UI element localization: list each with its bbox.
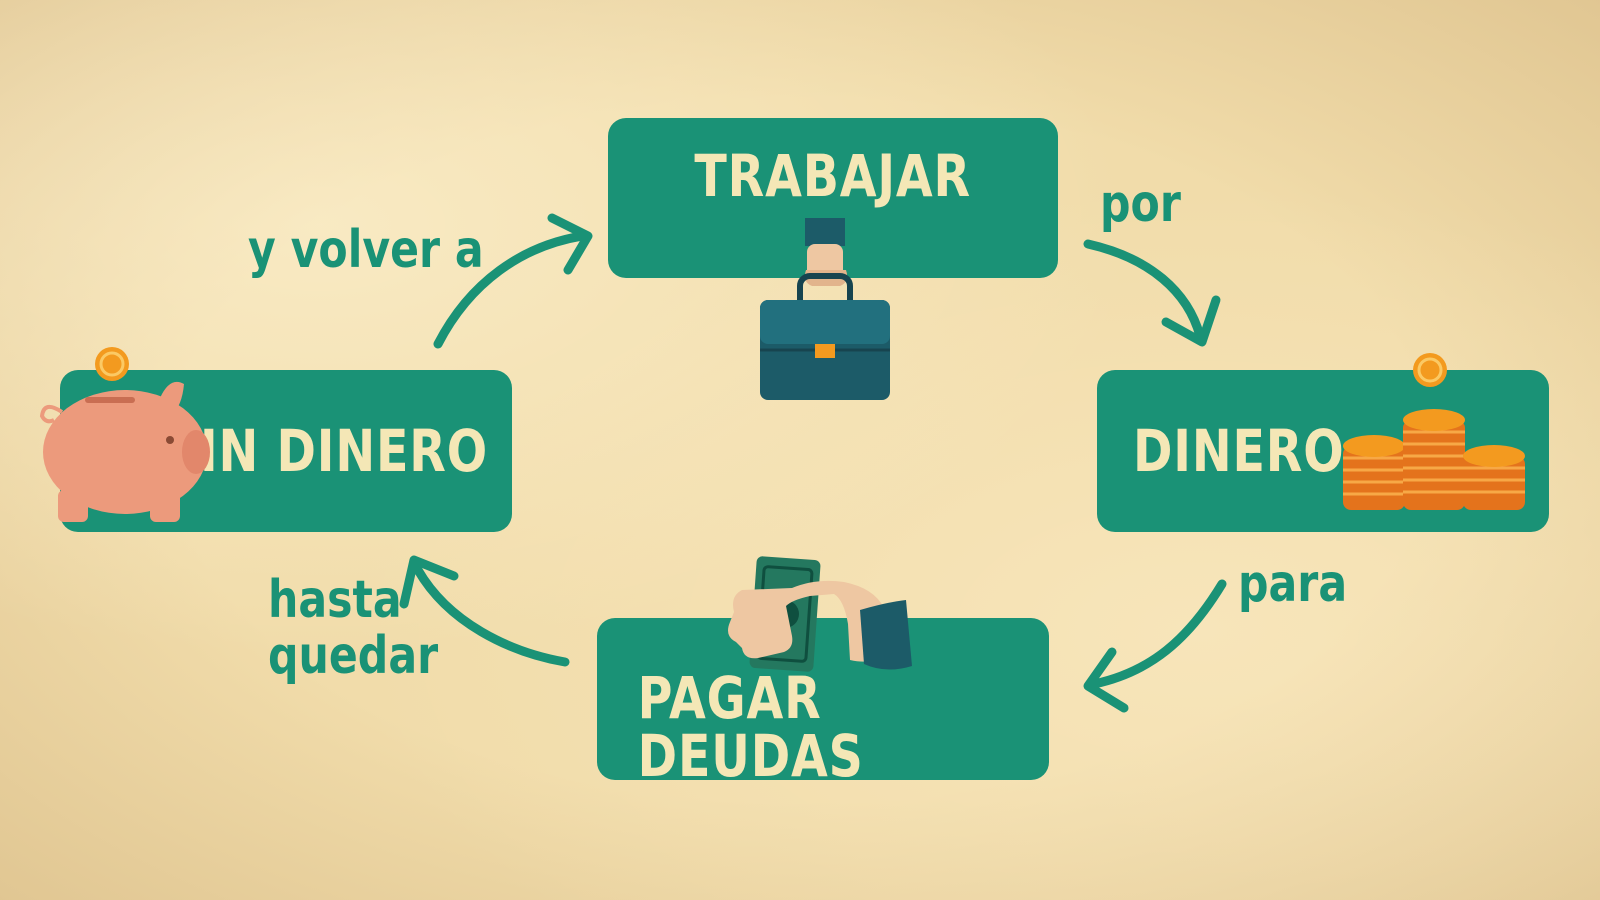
arrow-dinero-to-pagar [1089,579,1227,689]
briefcase-icon [760,218,890,400]
money-hand-icon [728,556,912,672]
connector-por: por [1100,174,1181,234]
piggy-bank-icon [39,347,210,522]
arrow-trabajar-to-dinero-head [1161,295,1221,347]
connector-para: para [1238,554,1348,614]
arrow-sin-to-trabajar-head [547,213,593,275]
connector-hasta-quedar: hasta quedar [268,572,438,684]
arrow-dinero-to-pagar-head [1083,647,1129,713]
node-pagar-deudas: PAGAR DEUDAS [597,618,1049,785]
arrow-pagar-to-sin [413,565,570,667]
connector-hasta-word: hasta [268,570,402,630]
connector-y-volver-a: y volver a [248,220,484,280]
coin-stack-icon [1343,353,1525,510]
arrow-trabajar-to-dinero [1083,239,1205,341]
arrow-pagar-to-sin-head [399,555,459,609]
node-dinero-label: DINERO [1133,417,1345,485]
arrow-sin-to-trabajar [433,231,587,349]
node-sin-dinero-label: SIN DINERO [164,417,488,485]
node-trabajar-label: TRABAJAR [694,142,972,210]
connector-quedar-word: quedar [268,626,439,686]
node-pagar-deudas-label: PAGAR DEUDAS [637,664,864,790]
